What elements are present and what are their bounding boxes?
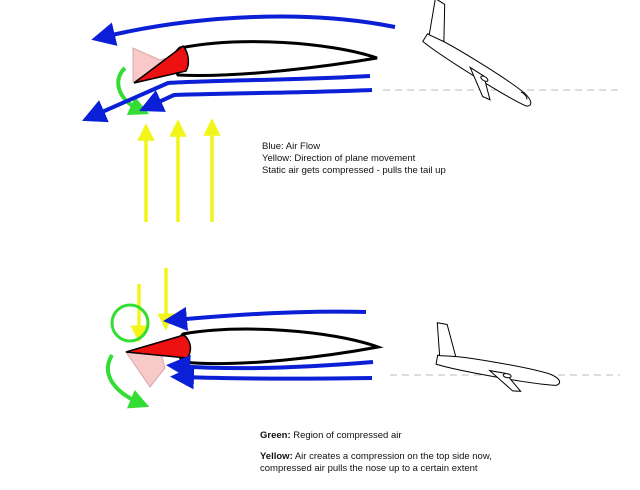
legend-yellow-label: Yellow:: [260, 451, 293, 462]
top-diagram: [82, 0, 618, 222]
spoiler-top: [133, 44, 190, 84]
airflow-arrow-bottom-upper: [163, 306, 367, 331]
airplane-icon: [422, 0, 532, 107]
legend-yellow-text-1: Air creates a compression on the top sid…: [292, 451, 492, 462]
bottom-diagram: [105, 268, 620, 409]
green-rotation-arrow-top: [116, 66, 150, 115]
legend-yellow-text-2: compressed air pulls the nose up to a ce…: [260, 463, 478, 474]
legend-airflow: Blue: Air Flow: [262, 141, 321, 152]
legend-movement: Yellow: Direction of plane movement: [262, 153, 416, 164]
airflow-arrow-bottom-lower-1: [166, 354, 374, 379]
legend-green-label: Green:: [260, 430, 291, 441]
wing-bottom: [176, 327, 384, 366]
legend-top: Blue: Air Flow Yellow: Direction of plan…: [262, 141, 446, 177]
legend-yellow-row: Yellow: Air creates a compression on the…: [260, 451, 492, 463]
legend-green-text: Region of compressed air: [290, 430, 402, 441]
airflow-arrow-top-lower-1: [82, 74, 371, 123]
legend-note: Static air gets compressed - pulls the t…: [262, 165, 446, 176]
compression-region-circle: [110, 303, 150, 343]
airplane-icon: [435, 322, 561, 392]
legend-green-row: Green: Region of compressed air: [260, 430, 492, 442]
wing-top: [172, 40, 378, 77]
legend-bottom: Green: Region of compressed air Yellow: …: [260, 430, 492, 475]
airflow-arrow-top-upper: [91, 14, 396, 46]
green-rotation-arrow-bottom: [105, 353, 150, 409]
airflow-arrow-bottom-lower-2: [170, 365, 373, 390]
airflow-arrow-top-lower-2: [139, 88, 373, 112]
